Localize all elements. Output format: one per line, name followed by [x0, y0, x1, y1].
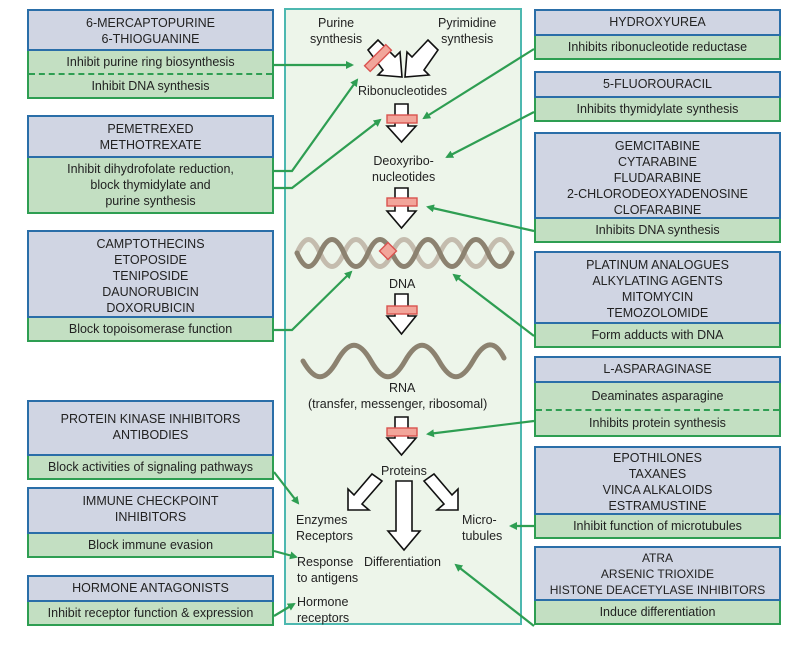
label-deoxyribonucleotides: Deoxyribo-nucleotides: [372, 154, 436, 184]
label-proteins: Proteins: [381, 464, 427, 478]
connector-methotrexate-thymidylate: [274, 118, 382, 190]
drug-effects: Inhibits DNA synthesis: [534, 219, 781, 243]
connector-topoisomerase: [274, 270, 353, 332]
drug-effects: Inhibit purine ring biosynthesis Inhibit…: [27, 51, 274, 99]
block-bar-purine: [363, 43, 393, 73]
drug-names: HYDROXYUREA: [534, 9, 781, 36]
effect-text: Induce differentiation: [599, 605, 716, 619]
effect-text: Inhibits protein synthesis: [536, 409, 779, 435]
connector-fluorouracil: [445, 111, 535, 158]
block-bar-dna-synthesis: [386, 197, 418, 207]
effect-text: Inhibit receptor function & expression: [47, 606, 254, 620]
drug-box-asparaginase: L-ASPARAGINASE Deaminates asparagine Inh…: [534, 356, 781, 437]
connector-adducts: [452, 273, 535, 337]
drug-effects: Induce differentiation: [534, 601, 781, 625]
connector-immune: [273, 549, 298, 560]
drug-effects: Inhibits ribonucleotide reductase: [534, 36, 781, 60]
drug-effects: Block immune evasion: [27, 534, 274, 558]
effect-text: Inhibits thymidylate synthesis: [576, 102, 739, 116]
effect-text: Inhibits DNA synthesis: [595, 223, 720, 237]
block-bar-transcription: [386, 305, 418, 315]
arrow-pyrimidine: [404, 38, 440, 78]
effect-text: Form adducts with DNA: [591, 328, 724, 342]
dna-adduct-marker: [378, 241, 398, 261]
drug-effects: Inhibits thymidylate synthesis: [534, 98, 781, 122]
drug-effects: Block activities of signaling pathways: [27, 456, 274, 480]
connector-dna-synthesis: [426, 204, 535, 233]
effect-text: Inhibits ribonucleotide reductase: [567, 40, 748, 54]
connector-methotrexate-purine: [274, 78, 359, 173]
label-rna-types: (transfer, messenger, ribosomal): [308, 397, 488, 411]
arrow-deoxy-to-dna: [385, 187, 418, 230]
drug-effects: Inhibit receptor function & expression: [27, 602, 274, 626]
drug-effects: Inhibit function of microtubules: [534, 515, 781, 539]
connector-hormone: [273, 602, 296, 617]
connector-signaling: [273, 471, 300, 505]
effect-text: Inhibit purine ring biosynthesis: [66, 55, 235, 69]
connector-differentiation: [454, 563, 535, 627]
drug-effects: Deaminates asparagine Inhibits protein s…: [534, 383, 781, 437]
drug-box-fluorouracil: 5-FLUOROURACIL Inhibits thymidylate synt…: [534, 71, 781, 122]
drug-names: HORMONE ANTAGONISTS: [27, 575, 274, 602]
drug-box-hydroxyurea: HYDROXYUREA Inhibits ribonucleotide redu…: [534, 9, 781, 60]
block-bar-ribonucleotide-reductase: [386, 114, 418, 124]
label-ribonucleotides: Ribonucleotides: [358, 84, 447, 98]
label-pyrimidine-synthesis: Pyrimidine synthesis: [438, 16, 497, 46]
dna-helix: [294, 237, 515, 269]
drug-names: 5-FLUOROURACIL: [534, 71, 781, 98]
drug-effects: Block topoisomerase function: [27, 318, 274, 342]
arrow-proteins-to-differentiation: [386, 480, 422, 552]
rna-strand: [300, 342, 507, 380]
effect-text: Block immune evasion: [87, 538, 214, 552]
label-purine-synthesis: Purine synthesis: [310, 16, 363, 46]
label-dna: DNA: [389, 277, 416, 291]
effect-text: Inhibit function of microtubules: [573, 519, 742, 533]
arrow-purine: [366, 38, 403, 78]
block-bar-translation: [386, 427, 418, 437]
drug-effects: Form adducts with DNA: [534, 324, 781, 348]
label-rna: RNA: [389, 381, 416, 395]
label-microtubules: Micro-tubules: [462, 513, 503, 543]
effect-text: Inhibit DNA synthesis: [29, 73, 272, 97]
arrow-proteins-to-microtubules: [422, 472, 459, 511]
drug-effects: Inhibit dihydrofolate reduction, block t…: [27, 158, 274, 214]
effect-text: Block activities of signaling pathways: [48, 460, 253, 474]
effect-text: Block topoisomerase function: [68, 322, 233, 336]
label-differentiation: Differentiation: [364, 555, 441, 569]
effect-text: Inhibit dihydrofolate reduction, block t…: [67, 162, 234, 208]
effect-text: Deaminates asparagine: [591, 389, 724, 403]
drug-box-hormone-antagonists: HORMONE ANTAGONISTS Inhibit receptor fun…: [27, 575, 274, 626]
connector-hydroxyurea: [422, 48, 535, 120]
arrow-proteins-to-enzymes: [347, 472, 384, 511]
connector-asparaginase: [426, 419, 535, 438]
drug-names: L-ASPARAGINASE: [534, 356, 781, 383]
